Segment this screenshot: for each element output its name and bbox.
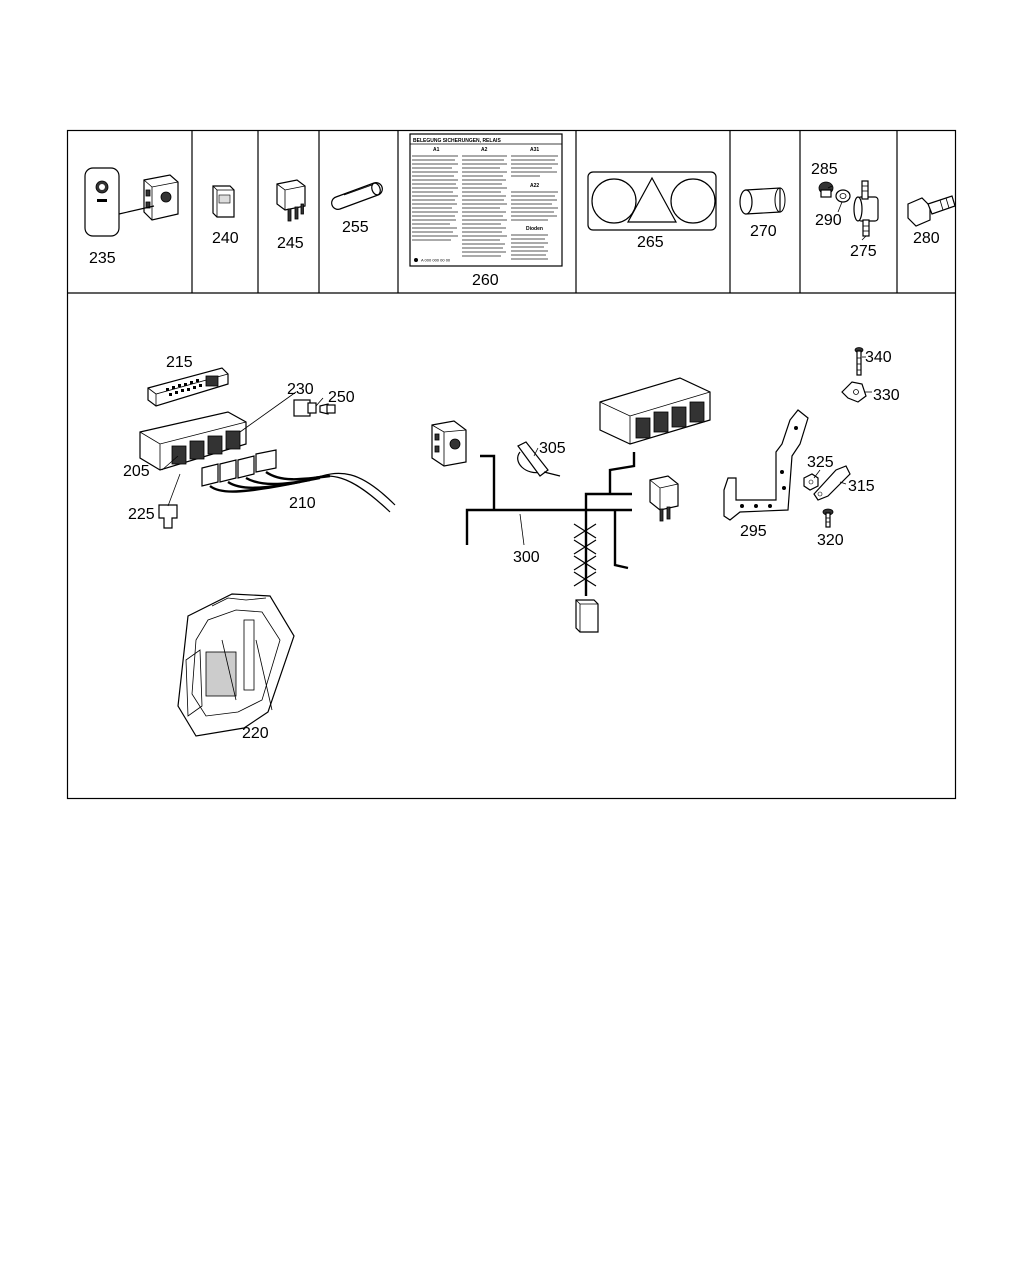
callout-215: 215 bbox=[166, 354, 193, 371]
diagram-frame bbox=[66, 129, 957, 800]
callout-340: 340 bbox=[865, 349, 892, 366]
callout-225: 225 bbox=[128, 506, 155, 523]
wire-twist bbox=[573, 523, 597, 587]
part-305-cable-tie bbox=[517, 441, 561, 477]
callout-285: 285 bbox=[811, 161, 838, 178]
callout-320: 320 bbox=[817, 532, 844, 549]
part-235-switch bbox=[84, 167, 179, 237]
part-220-mounting-bracket bbox=[177, 593, 295, 737]
callout-300: 300 bbox=[513, 549, 540, 566]
callout-315: 315 bbox=[848, 478, 875, 495]
part-255-cylinder-fuse bbox=[331, 182, 383, 210]
callout-235: 235 bbox=[89, 250, 116, 267]
part-275-fitting bbox=[853, 180, 879, 237]
callout-245: 245 bbox=[277, 235, 304, 252]
part-260-fuse-label-card: BELEGUNG SICHERUNGEN, RELAIS A1 A2 A31 A… bbox=[409, 133, 563, 267]
part-270-hose bbox=[739, 187, 786, 215]
part-225-connector bbox=[158, 504, 178, 529]
callout-205: 205 bbox=[123, 463, 150, 480]
part-300-wiring-harness bbox=[465, 452, 636, 596]
label-card-col-dioden: Dioden bbox=[526, 226, 543, 232]
part-205-fuse-box bbox=[139, 411, 247, 471]
callout-290: 290 bbox=[815, 212, 842, 229]
callout-labels: 235 240 245 255 260 265 270 285 290 275 … bbox=[89, 161, 940, 742]
part-300-switch bbox=[431, 420, 467, 467]
callout-280: 280 bbox=[913, 230, 940, 247]
label-card-part-number: A 000 000 00 00 bbox=[421, 258, 451, 263]
callout-250: 250 bbox=[328, 389, 355, 406]
part-325-nut bbox=[803, 473, 819, 491]
part-300-relay bbox=[649, 475, 679, 522]
part-300-fuse bbox=[575, 599, 599, 633]
label-card-fine-print bbox=[412, 155, 558, 260]
label-card-col-a31: A31 bbox=[530, 147, 539, 153]
callout-295: 295 bbox=[740, 523, 767, 540]
callout-230: 230 bbox=[287, 381, 314, 398]
part-245-relay bbox=[276, 179, 306, 222]
part-250-pin bbox=[319, 403, 336, 415]
part-330-clamp bbox=[841, 381, 867, 403]
callout-210: 210 bbox=[289, 495, 316, 512]
callout-305: 305 bbox=[539, 440, 566, 457]
callout-275: 275 bbox=[850, 243, 877, 260]
part-240-fuse bbox=[212, 185, 235, 218]
callout-325: 325 bbox=[807, 454, 834, 471]
label-card-title: BELEGUNG SICHERUNGEN, RELAIS bbox=[413, 138, 501, 144]
label-card-col-a1: A1 bbox=[433, 147, 440, 153]
callout-265: 265 bbox=[637, 234, 664, 251]
part-340-bolt bbox=[854, 347, 864, 376]
part-230-terminal bbox=[293, 399, 317, 417]
part-215-relay-carrier bbox=[147, 367, 229, 407]
part-290-washer bbox=[835, 189, 851, 203]
callout-260: 260 bbox=[472, 272, 499, 289]
part-285-screw-cap bbox=[818, 181, 834, 198]
callout-255: 255 bbox=[342, 219, 369, 236]
part-265-warning-sticker bbox=[587, 171, 717, 231]
callout-220: 220 bbox=[242, 725, 269, 742]
callout-330: 330 bbox=[873, 387, 900, 404]
label-card-col-a22: A22 bbox=[530, 183, 539, 189]
part-280-elbow-fitting bbox=[907, 195, 956, 227]
part-210-wiring-harness bbox=[201, 449, 396, 513]
part-300-control-box bbox=[599, 377, 711, 445]
part-295-bracket bbox=[723, 409, 809, 521]
callout-240: 240 bbox=[212, 230, 239, 247]
leader-lines bbox=[161, 185, 872, 546]
callout-270: 270 bbox=[750, 223, 777, 240]
label-card-col-a2: A2 bbox=[481, 147, 488, 153]
part-320-screw bbox=[822, 508, 834, 528]
part-315-clip bbox=[813, 465, 851, 501]
